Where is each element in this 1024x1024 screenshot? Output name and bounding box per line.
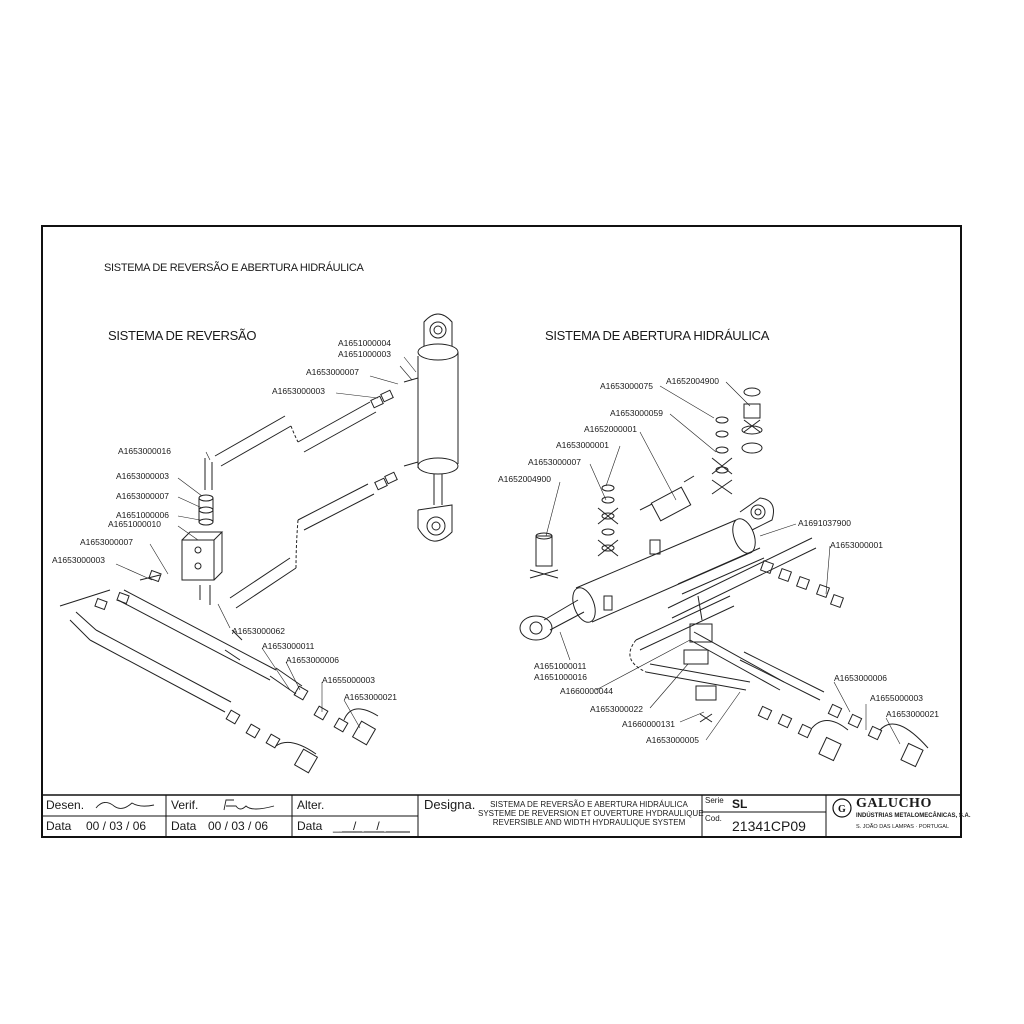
drawing-frame	[41, 225, 962, 838]
callout-label: A1652000001	[584, 424, 637, 434]
callout-label: A1655000003	[870, 693, 923, 703]
callout-label: A1653000007	[306, 367, 359, 377]
callout-label: A1653000007	[528, 457, 581, 467]
callout-label: A1651000011	[534, 661, 587, 671]
designation-en: REVERSIBLE AND WIDTH HYDRAULIQUE SYSTEM	[492, 818, 686, 827]
callout-label: A1651000010	[108, 519, 161, 529]
date-alter: ___/___/___	[333, 819, 400, 833]
callout-leaders	[115, 356, 901, 745]
callout-label: A1653000011	[262, 641, 315, 651]
designa-label: Designa.	[424, 797, 476, 812]
designer-signature	[95, 802, 155, 809]
callout-label: A1651000004	[338, 338, 391, 348]
callout-label: A1651000006	[116, 510, 169, 520]
section-title-left: SISTEMA DE REVERSÃO	[108, 328, 257, 343]
callout-label: A1691037900	[798, 518, 851, 528]
callout-label: A1653000007	[116, 491, 169, 501]
reversal-hoses	[204, 389, 398, 609]
callout-label: A1660000044	[560, 686, 613, 696]
reversal-valve-block	[181, 494, 224, 605]
callout-label: A1653000006	[286, 655, 339, 665]
callout-label: A1653000001	[830, 540, 883, 550]
serie-value: SL	[732, 797, 748, 811]
serie-label: Serie	[705, 796, 724, 805]
callout-label: A1653000016	[118, 446, 171, 456]
company-full-name: INDÚSTRIAS METALOMECÂNICAS, S.A.	[856, 813, 971, 819]
callout-label: A1653000007	[80, 537, 133, 547]
callout-label: A1652004900	[666, 376, 719, 386]
data-label-alter: Data	[297, 819, 323, 833]
desen-label: Desen.	[46, 798, 85, 812]
cod-label: Cod.	[705, 814, 722, 823]
company-logo: G	[832, 798, 852, 818]
data-label-desen: Data	[46, 819, 72, 833]
callout-label: A1653000021	[344, 692, 397, 702]
svg-text:G: G	[838, 804, 846, 815]
section-title-right: SISTEMA DE ABERTURA HIDRÁULICA	[545, 328, 770, 343]
width-fitting-stacks	[529, 387, 763, 579]
designation-pt: SISTEMA DE REVERSÃO E ABERTURA HIDRÁULIC…	[490, 800, 688, 809]
date-verif: 00 / 03 / 06	[208, 819, 269, 833]
callout-label: A1660000131	[622, 719, 675, 729]
callout-label: A1651000003	[338, 349, 391, 359]
callout-label: A1653000001	[556, 440, 609, 450]
designation-fr: SYSTEME DE REVERSION ET OUVERTURE HYDRAU…	[478, 809, 704, 818]
callout-label: A1653000006	[834, 673, 887, 683]
callout-label: A1651000016	[534, 672, 587, 682]
reversal-lower-pipes	[59, 569, 379, 774]
width-valve-block	[639, 475, 695, 522]
callout-label: A1653000003	[116, 471, 169, 481]
callout-label: A1653000003	[272, 386, 325, 396]
drawing-title: SISTEMA DE REVERSÃO E ABERTURA HIDRÁULIC…	[104, 262, 364, 274]
data-label-verif: Data	[171, 819, 197, 833]
callout-label: A1652004900	[498, 474, 551, 484]
reversal-cylinder	[403, 313, 459, 542]
callout-label: A1655000003	[322, 675, 375, 685]
verif-label: Verif.	[171, 798, 199, 812]
cod-value: 21341CP09	[732, 818, 806, 834]
title-block-grid	[42, 794, 961, 837]
left-callout-group: A1651000004 A1651000003 A1653000007 A165…	[52, 338, 397, 702]
right-callout-group: A1653000075 A1652004900 A1653000059 A165…	[498, 376, 939, 745]
checker-signature	[223, 799, 275, 811]
callout-label: A1653000059	[610, 408, 663, 418]
width-hoses	[629, 537, 929, 768]
width-cylinder	[519, 497, 774, 641]
company-address: S. JOÃO DAS LAMPAS · PORTUGAL	[856, 824, 950, 830]
callout-label: A1653000075	[600, 381, 653, 391]
callout-label: A1653000021	[886, 709, 939, 719]
callout-label: A1653000003	[52, 555, 105, 565]
callout-label: A1653000022	[590, 704, 643, 714]
company-name: GALUCHO	[856, 796, 932, 811]
date-desen: 00 / 03 / 06	[86, 819, 147, 833]
callout-label: A1653000005	[646, 735, 699, 745]
alter-label: Alter.	[297, 798, 325, 812]
callout-label: A1653000062	[232, 626, 285, 636]
